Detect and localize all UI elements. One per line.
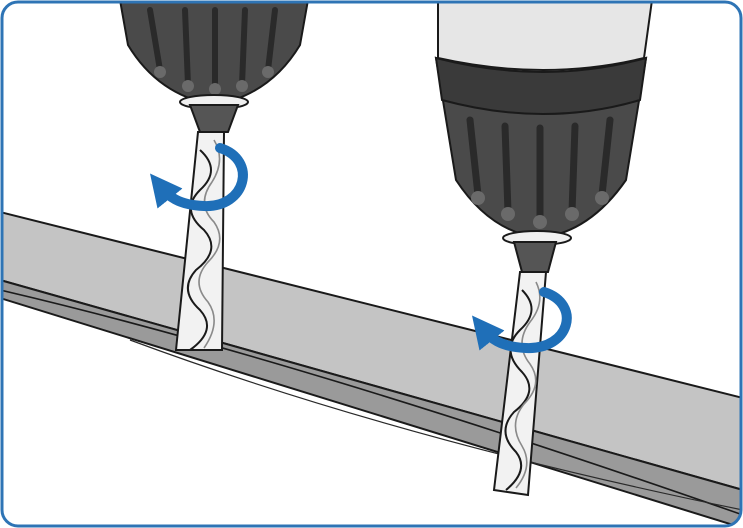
left-drill-bit <box>174 131 226 351</box>
right-drill <box>434 2 654 497</box>
left-drill <box>118 2 310 351</box>
right-drill-bit <box>492 271 548 497</box>
right-chuck-ribs <box>466 116 614 224</box>
left-chuck-ribs <box>147 7 278 91</box>
left-rotation-arrow <box>150 143 248 212</box>
right-rotation-arrow <box>472 287 572 354</box>
